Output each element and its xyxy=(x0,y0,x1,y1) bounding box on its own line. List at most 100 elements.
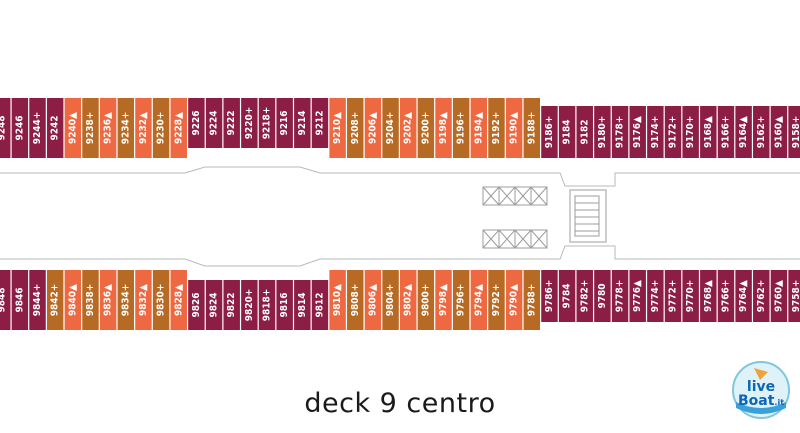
cabin-9800 xyxy=(417,270,435,330)
logo-wordmark: live Boat.it xyxy=(737,379,785,409)
cabin-label: 9760▲ xyxy=(773,280,784,312)
cabin-label: 9188+ xyxy=(526,112,537,145)
cabin-9162 xyxy=(753,106,770,158)
cabin-9788 xyxy=(523,270,541,330)
stairwell xyxy=(482,186,548,249)
cabin-label: 9770+ xyxy=(685,280,696,313)
cabin-9796 xyxy=(452,270,470,330)
cabin-label: 9198▲ xyxy=(438,112,449,144)
cabin-label: 9782+ xyxy=(579,280,590,313)
cabin-9758 xyxy=(788,270,800,322)
cabin-label: 9246 xyxy=(14,115,25,140)
cabin-label: 9224 xyxy=(209,110,220,135)
cabin-label: 9780 xyxy=(597,283,608,308)
cabin-label: 9212 xyxy=(314,110,325,135)
cabin-label: 9170+ xyxy=(685,116,696,149)
corridor-outline xyxy=(0,166,800,267)
cabin-9186 xyxy=(541,106,558,158)
cabin-9836 xyxy=(99,270,117,330)
cabin-9174 xyxy=(647,106,664,158)
livebot-logo: live Boat.it xyxy=(724,358,798,422)
cabin-label: 9838+ xyxy=(85,284,96,317)
cabin-label: 9824 xyxy=(209,292,220,317)
cabin-label: 9248 xyxy=(0,115,8,140)
cabin-label: 9844+ xyxy=(32,284,43,317)
cabin-9216 xyxy=(276,98,293,148)
cabin-9180 xyxy=(594,106,611,158)
cabin-label: 9788+ xyxy=(526,284,537,317)
cabin-label: 9826 xyxy=(191,292,202,317)
cabin-9778 xyxy=(611,270,629,322)
cabin-label: 9242 xyxy=(50,115,61,140)
cabin-9220 xyxy=(241,98,258,148)
cabin-9844 xyxy=(29,270,46,330)
cabin-9824 xyxy=(205,280,223,330)
cabin-9188 xyxy=(523,98,541,158)
deck-title: deck 9 centro xyxy=(304,388,496,419)
cabin-label: 9190▲ xyxy=(509,112,520,144)
cabin-9244 xyxy=(29,98,46,158)
cabin-9812 xyxy=(311,280,329,330)
cabin-label: 9802▲ xyxy=(403,284,414,316)
cabin-label: 9846 xyxy=(14,287,25,312)
cabin-label: 9834+ xyxy=(120,284,131,317)
cabin-label: 9808+ xyxy=(350,284,361,317)
cabin-9772 xyxy=(664,270,682,322)
cabin-label: 9210▲ xyxy=(332,112,343,144)
cabin-label: 9232▲ xyxy=(138,112,149,144)
cabin-label: 9244+ xyxy=(32,112,43,145)
cabin-label: 9218+ xyxy=(262,107,273,140)
cabin-9828 xyxy=(170,270,187,330)
cabin-9232 xyxy=(135,98,152,158)
cabin-label: 9176▲ xyxy=(632,116,643,148)
cabin-label: 9762+ xyxy=(756,280,767,313)
cabin-label: 9208+ xyxy=(350,112,361,145)
cabin-9832 xyxy=(135,270,152,330)
cabin-label: 9816 xyxy=(279,292,290,317)
cabin-label: 9830+ xyxy=(156,284,167,317)
cabin-label: 9786+ xyxy=(544,280,555,313)
cabin-9794 xyxy=(470,270,488,330)
logo-badge-icon xyxy=(732,361,790,419)
cabin-label: 9240▲ xyxy=(67,112,78,144)
elevator-block xyxy=(569,189,607,243)
cabin-label: 9220+ xyxy=(244,107,255,140)
cabin-label: 9182 xyxy=(579,119,590,144)
cabin-label: 9784 xyxy=(562,283,573,308)
cabin-9790 xyxy=(505,270,523,330)
cabin-9178 xyxy=(611,106,629,158)
cabin-9176 xyxy=(629,106,646,158)
cabin-label: 9832▲ xyxy=(138,284,149,316)
cabin-9774 xyxy=(647,270,664,322)
cabin-9214 xyxy=(294,98,311,148)
cabin-label: 9804+ xyxy=(385,284,396,317)
cabin-9226 xyxy=(188,98,205,148)
cabin-9218 xyxy=(258,98,276,148)
cabin-label: 9820+ xyxy=(244,289,255,322)
cabin-9224 xyxy=(205,98,223,148)
cabin-9210 xyxy=(329,98,346,158)
cabin-9842 xyxy=(46,270,64,330)
cabin-9200 xyxy=(417,98,435,158)
cabin-9246 xyxy=(11,98,29,158)
cabin-label: 9758+ xyxy=(791,280,800,313)
cabin-9846 xyxy=(11,270,29,330)
cabin-label: 9842+ xyxy=(50,284,61,317)
cabin-label: 9798▲ xyxy=(438,284,449,316)
cabin-9168 xyxy=(700,106,717,158)
cabin-label: 9792+ xyxy=(491,284,502,317)
cabin-9230 xyxy=(152,98,170,158)
cabin-9814 xyxy=(294,280,311,330)
cabin-9770 xyxy=(682,270,699,322)
cabin-9204 xyxy=(382,98,399,158)
cabin-9792 xyxy=(488,270,505,330)
cabin-label: 9230+ xyxy=(156,112,167,145)
cabin-label: 9206▲ xyxy=(367,112,378,144)
cabin-9784 xyxy=(558,270,576,322)
cabin-label: 9166+ xyxy=(720,116,731,149)
cabin-label: 9172+ xyxy=(668,116,679,149)
cabin-9782 xyxy=(576,270,593,322)
cabin-9820 xyxy=(241,280,258,330)
cabin-9806 xyxy=(364,270,382,330)
